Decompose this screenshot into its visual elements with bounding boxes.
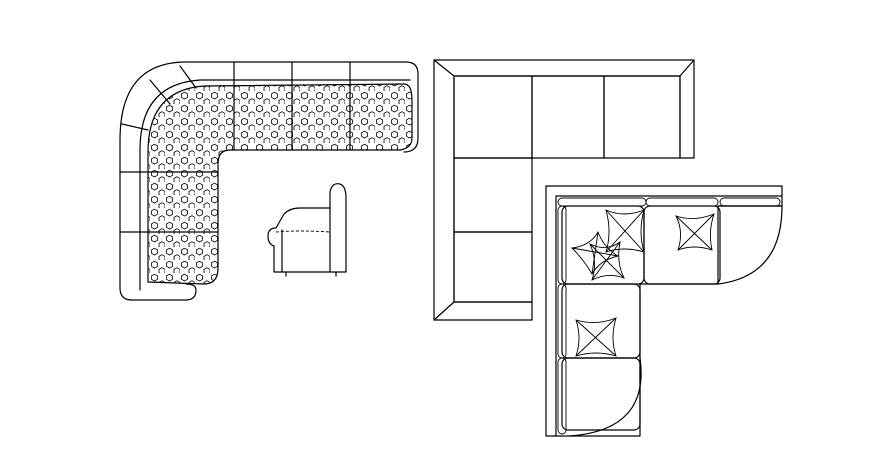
throw-pillow-icon <box>605 209 645 253</box>
sofa-a-backrest-inner <box>139 79 411 291</box>
throw-pillow-icon <box>589 240 625 281</box>
throw-pillow-icon <box>575 317 617 357</box>
square-l-sofa-icon <box>433 59 695 321</box>
sofa-c-seat-cushion <box>561 357 641 431</box>
sofa-a-seat-outline <box>147 83 413 285</box>
sofa-c-bolster <box>557 357 567 435</box>
sofa-c-back-inner <box>555 195 783 437</box>
armchair-outline <box>267 183 347 273</box>
curved-sectional-sofa-icon <box>119 61 419 301</box>
sofa-c-bolster <box>645 197 719 207</box>
armchair-seat-hidden-line <box>275 230 331 233</box>
sofa-a-corner-seam <box>179 65 197 89</box>
l-sofa-with-cushions-icon <box>545 185 783 437</box>
sofa-c-rounded-end <box>569 357 642 437</box>
armchair-side-view-icon <box>267 183 347 277</box>
sofa-b-seat <box>603 75 681 159</box>
sofa-a-corner-seam <box>149 79 171 105</box>
sofa-c-bolster <box>719 197 781 207</box>
sofa-c-rounded-end <box>717 205 783 285</box>
sofa-b-corner-mitre <box>679 59 695 77</box>
throw-pillow-icon <box>675 213 715 251</box>
sofa-a-frame <box>119 61 419 301</box>
sofa-b-corner-mitre <box>433 59 455 77</box>
sofa-a-arm-end <box>185 283 197 301</box>
sofa-b-corner-mitre <box>433 301 455 321</box>
sofa-b-seat <box>453 231 533 303</box>
sofa-a-upholstery <box>148 84 412 284</box>
sofa-a-corner-seam <box>121 123 149 131</box>
